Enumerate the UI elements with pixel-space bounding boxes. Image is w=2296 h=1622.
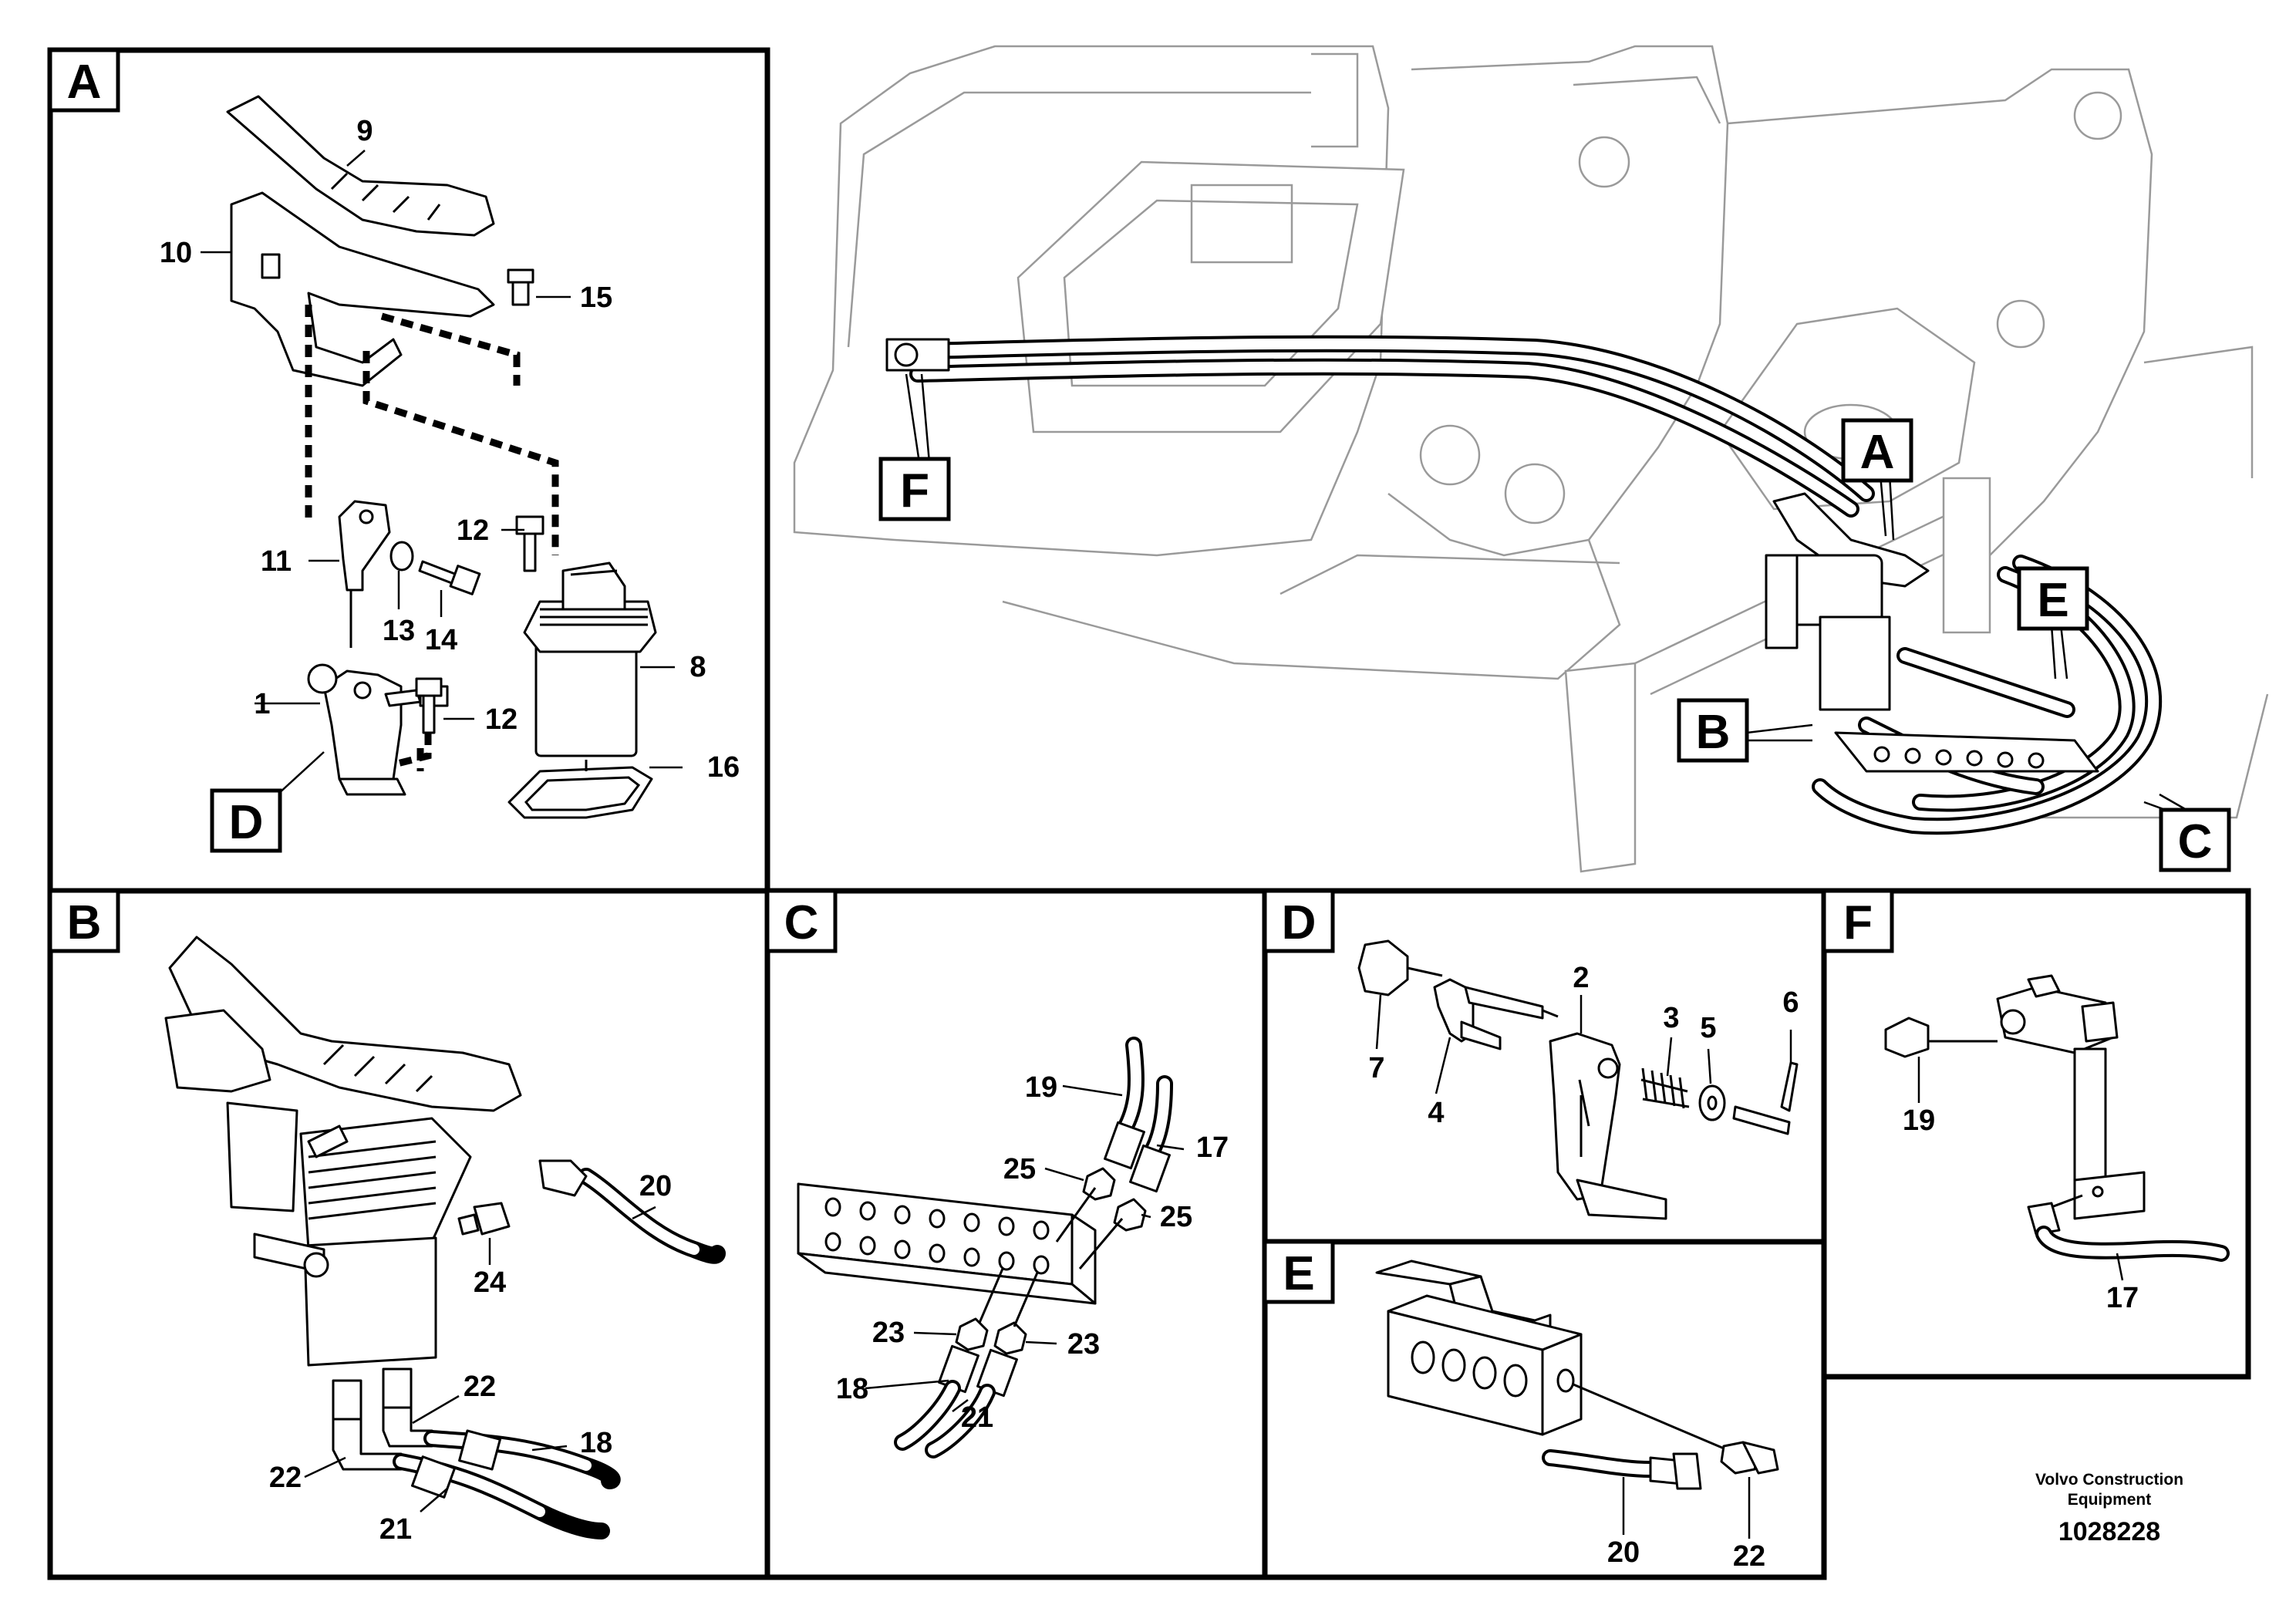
svg-text:B: B [1696, 706, 1731, 759]
callout-a-12-upper: 12 [457, 514, 489, 547]
callout-a-15: 15 [580, 282, 612, 314]
callout-b-20: 20 [639, 1170, 672, 1202]
panel-a-view-tag-d: D [210, 788, 282, 853]
svg-text:E: E [2037, 574, 2068, 627]
callout-d-3: 3 [1663, 1002, 1679, 1034]
panel-a-drawing [201, 95, 683, 819]
callout-c-25-left: 25 [1003, 1153, 1036, 1185]
overview-tag-e: E [2017, 566, 2089, 631]
callout-e-22: 22 [1733, 1540, 1765, 1573]
overview-tag-c: C [2159, 808, 2231, 872]
callout-a-8: 8 [689, 651, 706, 683]
callout-a-1: 1 [254, 688, 270, 720]
callout-d-5: 5 [1700, 1012, 1716, 1044]
panel-a-tag: A [48, 48, 120, 113]
panel-a-frame [47, 47, 770, 894]
callout-b-21: 21 [379, 1513, 412, 1546]
svg-text:A: A [1860, 426, 1895, 479]
panel-f-tag: F [1822, 889, 1894, 953]
panel-e-drawing [1375, 1259, 1779, 1539]
callout-c-17: 17 [1196, 1131, 1229, 1164]
panel-b-drawing [164, 936, 726, 1539]
panel-c-tag: C [765, 889, 838, 953]
svg-text:E: E [1283, 1247, 1314, 1300]
panel-d-drawing [1357, 939, 1799, 1220]
overview-tag-f: F [878, 457, 951, 521]
svg-text:C: C [784, 896, 819, 949]
panel-b-tag: B [48, 889, 120, 953]
svg-text:B: B [67, 896, 102, 949]
callout-a-11: 11 [261, 545, 292, 578]
company-name-line-1: Volvo Construction [2035, 1471, 2183, 1489]
svg-text:D: D [1282, 896, 1317, 949]
callout-d-2: 2 [1573, 962, 1589, 994]
panel-d-tag: D [1263, 889, 1335, 953]
drawing-number: 1028228 [2058, 1517, 2160, 1546]
callout-f-19: 19 [1903, 1104, 1935, 1137]
callout-d-6: 6 [1782, 986, 1799, 1019]
callout-e-20: 20 [1607, 1536, 1640, 1569]
callout-a-14: 14 [425, 624, 457, 656]
callout-b-22-lower: 22 [269, 1462, 302, 1494]
svg-text:F: F [1843, 896, 1873, 949]
callout-f-17: 17 [2106, 1282, 2139, 1314]
callout-b-18: 18 [580, 1427, 612, 1459]
panel-d-frame [1262, 888, 1827, 1245]
panel-e-frame [1262, 1239, 1827, 1580]
callout-d-7: 7 [1368, 1052, 1384, 1084]
callout-a-12-lower: 12 [485, 703, 518, 736]
callout-a-10: 10 [160, 237, 192, 269]
company-name-line-2: Equipment [2068, 1491, 2152, 1509]
svg-text:C: C [2178, 815, 2213, 868]
callout-a-16: 16 [707, 751, 740, 784]
overview-tag-b: B [1677, 698, 1749, 763]
overview-tag-a: A [1841, 418, 1913, 483]
panel-e-tag: E [1263, 1239, 1335, 1304]
callout-d-4: 4 [1428, 1097, 1444, 1129]
callout-a-13: 13 [383, 615, 415, 647]
callout-c-19: 19 [1025, 1071, 1057, 1104]
machine-overview [793, 45, 2269, 873]
svg-text:F: F [900, 464, 929, 518]
svg-text:A: A [67, 56, 102, 109]
callout-b-24: 24 [474, 1266, 506, 1299]
callout-b-22-upper: 22 [464, 1371, 496, 1403]
callout-c-23-right: 23 [1067, 1328, 1100, 1361]
panel-f-drawing [1884, 974, 2230, 1281]
svg-text:D: D [229, 796, 264, 849]
panel-c-drawing [797, 1037, 1185, 1458]
callout-a-9: 9 [356, 115, 373, 147]
callout-c-25-right: 25 [1160, 1201, 1192, 1233]
callout-c-21: 21 [961, 1401, 993, 1434]
callout-c-18: 18 [836, 1373, 868, 1405]
callout-c-23-left: 23 [872, 1317, 905, 1349]
panel-f-frame [1821, 888, 2251, 1380]
